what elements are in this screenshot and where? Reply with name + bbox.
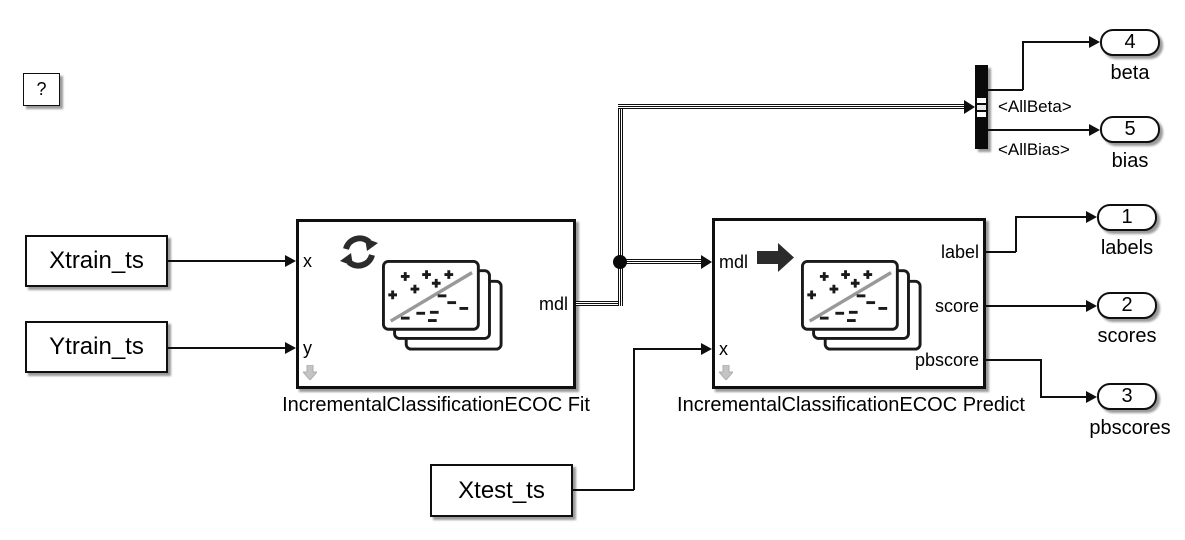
bus-wire-mdl[interactable] <box>618 104 623 306</box>
wire-pbscore-to-outport3[interactable] <box>1040 396 1086 398</box>
wire-xtest-to-predict[interactable] <box>573 489 634 491</box>
arrowhead-icon <box>1086 300 1097 312</box>
wire-allbeta-to-outport4[interactable] <box>1022 41 1089 43</box>
classification-cards-icon <box>382 260 503 351</box>
wire-label-to-outport1[interactable] <box>1015 216 1086 218</box>
outport-1[interactable]: 1 <box>1097 204 1157 231</box>
incremental-predict-block[interactable]: mdl x label score pbscore <box>712 218 986 389</box>
xtrain-source-label: Xtrain_ts <box>49 247 144 274</box>
predict-output-port-label: label <box>940 242 979 262</box>
outport-5-label: bias <box>1111 150 1149 172</box>
predict-output-port-score: score <box>934 296 979 316</box>
outport-2-label: scores <box>1097 325 1157 347</box>
wire-label-to-outport1[interactable] <box>1015 216 1017 252</box>
outport-4[interactable]: 4 <box>1100 29 1160 56</box>
bus-wire-mdl-to-predict[interactable] <box>620 259 702 264</box>
predict-input-port-mdl: mdl <box>719 252 749 272</box>
ytrain-source-label: Ytrain_ts <box>49 333 144 360</box>
wire-score-to-outport2[interactable] <box>986 305 1086 307</box>
wire-ytrain-to-fit[interactable] <box>168 347 288 349</box>
outport-5-number: 5 <box>1124 118 1136 140</box>
xtest-source-block[interactable]: Xtest_ts <box>430 464 573 517</box>
arrowhead-icon <box>1089 124 1100 136</box>
predict-input-port-x: x <box>719 339 728 359</box>
predict-block-caption: IncrementalClassificationECOC Predict <box>677 394 1025 416</box>
down-arrow-icon <box>303 365 317 380</box>
xtest-source-label: Xtest_ts <box>458 476 545 504</box>
arrowhead-icon <box>701 343 712 355</box>
predict-output-port-pbscore: pbscore <box>914 350 979 370</box>
outport-1-label: labels <box>1100 237 1154 259</box>
wire-pbscore-to-outport3[interactable] <box>1040 359 1042 397</box>
wire-allbeta-to-outport4[interactable] <box>988 89 1023 91</box>
wire-label-to-outport1[interactable] <box>986 251 1016 253</box>
outport-4-number: 4 <box>1124 31 1136 53</box>
incremental-fit-block[interactable]: x y mdl <box>296 219 576 389</box>
wire-xtest-to-predict[interactable] <box>633 348 635 490</box>
wire-junction-dot <box>613 255 627 269</box>
unknown-question-block[interactable]: ? <box>23 73 60 106</box>
fit-input-port-x: x <box>303 251 312 271</box>
bus-signal-label-allbias: <AllBias> <box>998 140 1070 159</box>
arrowhead-icon <box>1089 36 1100 48</box>
fit-output-port-mdl: mdl <box>538 294 568 314</box>
bus-wire-mdl[interactable] <box>576 301 623 306</box>
outport-4-label: beta <box>1110 62 1150 84</box>
arrowhead-icon <box>285 342 296 354</box>
outport-3-number: 3 <box>1121 385 1133 407</box>
bus-selector-icon <box>977 98 986 117</box>
wire-pbscore-to-outport3[interactable] <box>986 359 1041 361</box>
bus-signal-label-allbeta: <AllBeta> <box>998 97 1072 116</box>
classification-cards-icon <box>801 260 922 351</box>
outport-3[interactable]: 3 <box>1097 383 1157 410</box>
outport-1-number: 1 <box>1121 206 1133 228</box>
outport-3-label: pbscores <box>1089 417 1171 439</box>
outport-2-number: 2 <box>1121 294 1133 316</box>
wire-allbeta-to-outport4[interactable] <box>1022 41 1024 90</box>
outport-2[interactable]: 2 <box>1097 292 1157 319</box>
bus-wire-mdl-to-bus-selector[interactable] <box>618 104 964 109</box>
wire-xtrain-to-fit[interactable] <box>168 260 288 262</box>
wire-xtest-to-predict[interactable] <box>633 348 701 350</box>
fit-input-port-y: y <box>303 338 312 358</box>
down-arrow-icon <box>719 365 733 380</box>
arrow-right-icon <box>757 243 794 272</box>
arrowhead-icon <box>701 255 712 269</box>
refresh-icon <box>340 235 378 269</box>
arrowhead-icon <box>1086 211 1097 223</box>
fit-block-caption: IncrementalClassificationECOC Fit <box>282 394 590 416</box>
arrowhead-icon <box>285 255 296 267</box>
arrowhead-icon <box>1086 391 1097 403</box>
wire-allbias-to-outport5[interactable] <box>988 129 1089 131</box>
arrowhead-icon <box>964 100 975 114</box>
unknown-question-block-label: ? <box>36 79 47 99</box>
ytrain-source-block[interactable]: Ytrain_ts <box>25 321 168 373</box>
xtrain-source-block[interactable]: Xtrain_ts <box>25 235 168 287</box>
outport-5[interactable]: 5 <box>1100 116 1160 143</box>
